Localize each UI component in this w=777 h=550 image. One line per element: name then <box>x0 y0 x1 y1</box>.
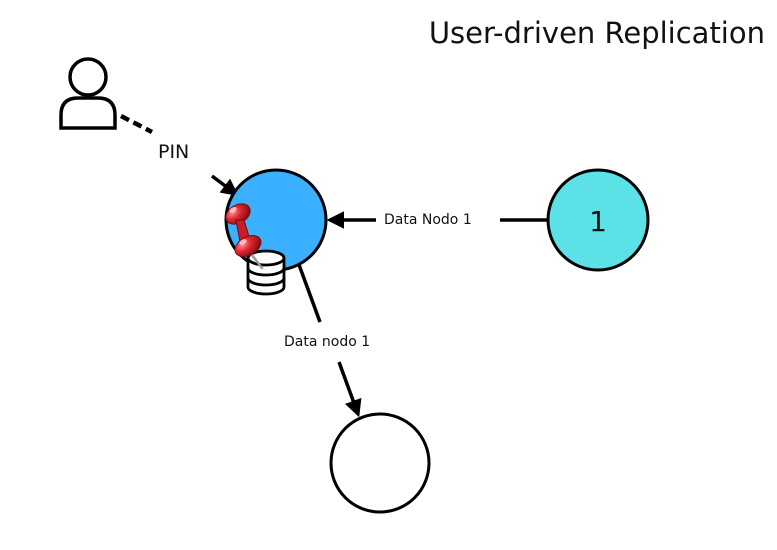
node-1-label: 1 <box>589 205 607 238</box>
pin-label: PIN <box>158 140 190 164</box>
pushpin-icon <box>225 203 264 270</box>
node-1 <box>546 168 650 272</box>
primary-to-target-edge-upper <box>296 261 322 323</box>
user-icon <box>59 57 117 130</box>
primary-to-target-edge-lower <box>337 361 362 418</box>
pin-edge-dashed <box>119 114 154 134</box>
primary-to-target-label: Data nodo 1 <box>280 332 375 352</box>
target-node <box>329 412 431 514</box>
diagram-title: User-driven Replication <box>428 16 765 50</box>
replica-to-primary-label: Data Nodo 1 <box>380 210 476 230</box>
pin-edge-arrow <box>210 174 239 197</box>
database-icon <box>246 249 286 296</box>
